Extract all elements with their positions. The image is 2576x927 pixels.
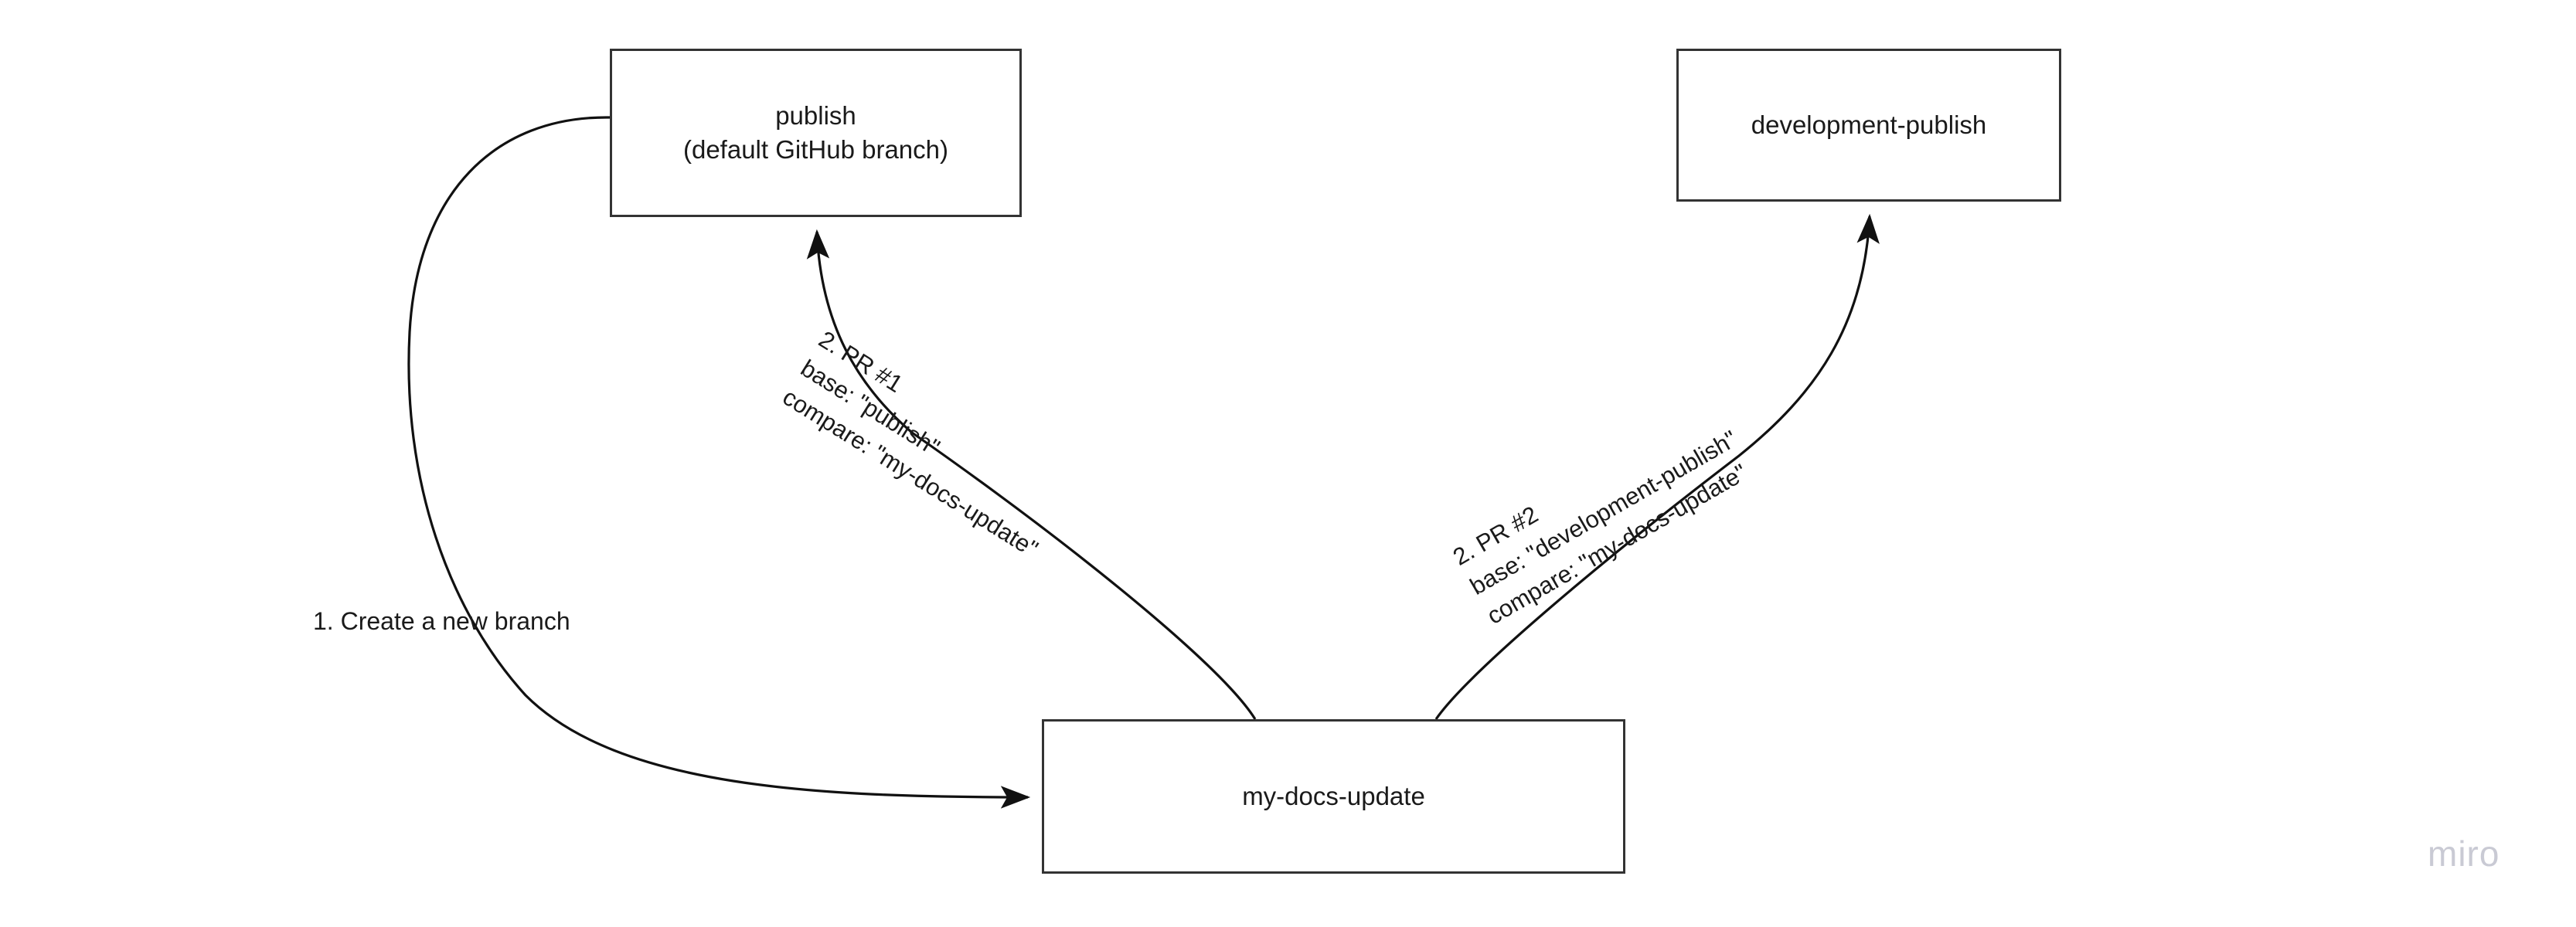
node-development-publish-label: development-publish: [1751, 110, 1987, 140]
node-my-docs-update-label: my-docs-update: [1242, 782, 1425, 811]
edge-label-pr2: 2. PR #2 base: "development-publish" com…: [1448, 425, 1752, 630]
node-publish[interactable]: publish (default GitHub branch): [610, 49, 1022, 217]
node-publish-label: publish (default GitHub branch): [682, 101, 948, 164]
miro-watermark: miro: [2428, 834, 2500, 874]
node-development-publish[interactable]: development-publish: [1676, 49, 2061, 202]
node-my-docs-update[interactable]: my-docs-update: [1042, 719, 1625, 874]
edge-label-pr1: 2. PR #1 base: "publish" compare: "my-do…: [778, 325, 1043, 563]
edge-label-create-branch: 1. Create a new branch: [313, 607, 570, 635]
